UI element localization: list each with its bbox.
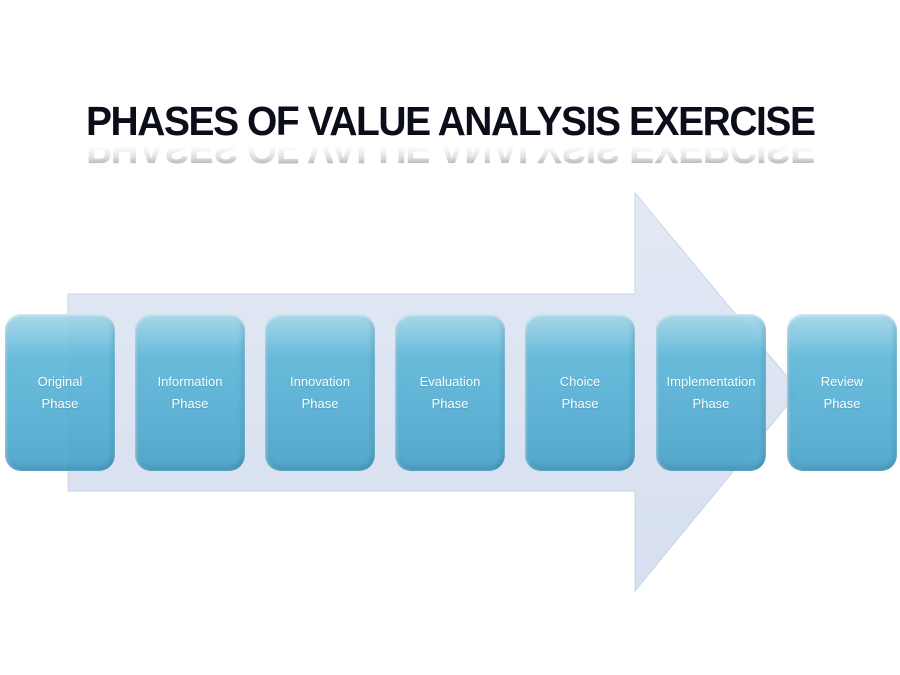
phase-name-text: Original bbox=[37, 374, 83, 389]
phase-box-implementation: Implementation Phase bbox=[656, 314, 766, 471]
phase-box-label: Review Phase bbox=[821, 375, 864, 410]
phase-name-text: Evaluation bbox=[419, 374, 481, 389]
slide-title: PHASES OF VALUE ANALYSIS EXERCISE bbox=[86, 98, 816, 144]
phase-name-text: Choice bbox=[559, 374, 601, 389]
phase-box-label: Evaluation Phase bbox=[420, 375, 481, 410]
phase-box-review: Review Phase bbox=[787, 314, 897, 471]
phase-name-text: Implementation bbox=[666, 374, 756, 389]
phase-name-text: Information bbox=[157, 374, 223, 389]
phase-word-text: Phase bbox=[823, 396, 861, 411]
phase-word-text: Phase bbox=[692, 396, 730, 411]
phase-box-label: Choice Phase bbox=[560, 375, 600, 410]
phase-box-innovation: Innovation Phase bbox=[265, 314, 375, 471]
phase-box-label: Implementation Phase bbox=[667, 375, 756, 410]
phase-word-text: Phase bbox=[431, 396, 469, 411]
phase-box-evaluation: Evaluation Phase bbox=[395, 314, 505, 471]
phase-word-text: Phase bbox=[301, 396, 339, 411]
phase-box-original: Original Phase bbox=[5, 314, 115, 471]
phase-word-text: Phase bbox=[41, 396, 79, 411]
phase-box-information: Information Phase bbox=[135, 314, 245, 471]
phase-box-label: Original Phase bbox=[38, 375, 83, 410]
phase-word-text: Phase bbox=[561, 396, 599, 411]
phase-box-label: Innovation Phase bbox=[290, 375, 350, 410]
phase-name-text: Innovation bbox=[290, 374, 350, 389]
phase-name-text: Review bbox=[820, 374, 864, 389]
phase-box-choice: Choice Phase bbox=[525, 314, 635, 471]
phase-box-label: Information Phase bbox=[157, 375, 222, 410]
phase-word-text: Phase bbox=[171, 396, 209, 411]
